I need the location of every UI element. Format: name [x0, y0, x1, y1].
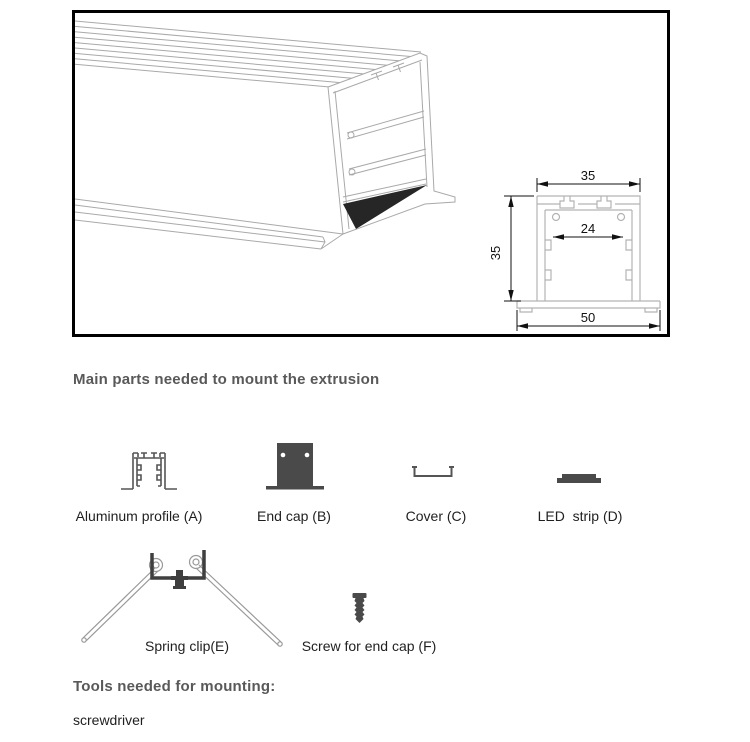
part-label-led-strip: LED strip (D) — [537, 508, 623, 524]
part-label-aluminum-profile: Aluminum profile (A) — [75, 508, 203, 524]
dim-inner-width: 24 — [581, 221, 595, 236]
parts-heading: Main parts needed to mount the extrusion — [73, 371, 380, 388]
tools-heading: Tools needed for mounting: — [73, 678, 276, 695]
part-label-screw: Screw for end cap (F) — [301, 638, 437, 654]
profile-diagram-box: 35 24 35 50 — [72, 10, 670, 337]
cover-icon — [412, 466, 454, 477]
dimension-arrowheads — [508, 181, 660, 329]
led-strip-icon — [557, 474, 601, 483]
aluminum-profile-icon — [121, 452, 177, 490]
extrusion-3d-view — [75, 20, 456, 250]
dim-base-width: 50 — [581, 310, 595, 325]
dim-top-width: 35 — [581, 168, 595, 183]
part-label-end-cap: End cap (B) — [257, 508, 331, 524]
spring-clip-icon — [81, 550, 283, 647]
dim-height: 35 — [488, 246, 503, 260]
dimension-annotations — [504, 178, 661, 331]
cross-section-view — [516, 195, 661, 313]
part-label-spring-clip: Spring clip(E) — [144, 638, 230, 654]
led-seat-hatch — [343, 185, 427, 229]
extrusion-drawing: 35 24 35 50 — [75, 20, 661, 331]
tool-item-screwdriver: screwdriver — [73, 712, 145, 728]
part-label-cover: Cover (C) — [405, 508, 467, 524]
dimension-labels: 35 24 35 50 — [488, 168, 595, 325]
end-cap-icon — [266, 443, 324, 490]
screw-icon — [352, 593, 367, 623]
